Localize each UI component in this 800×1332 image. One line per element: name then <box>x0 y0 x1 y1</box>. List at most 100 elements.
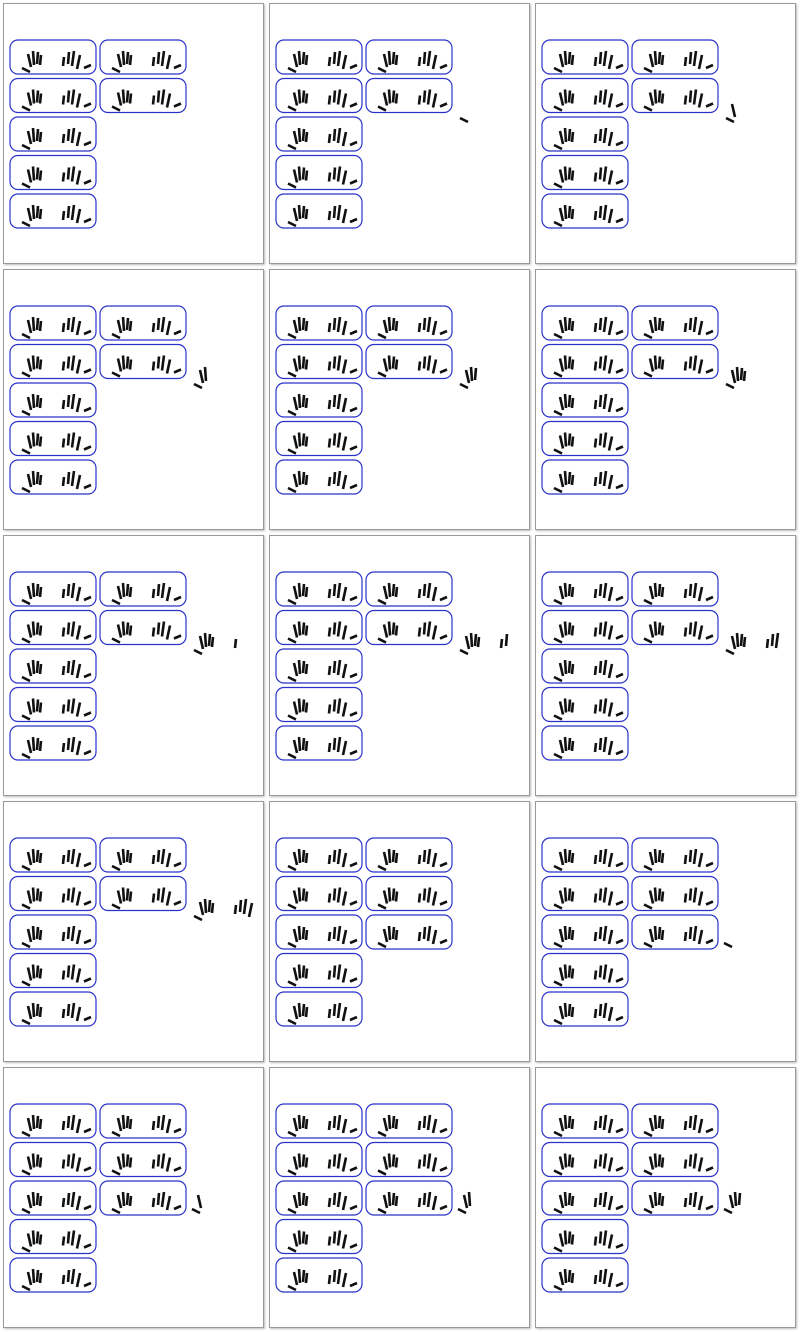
box-1-stroke-4 <box>35 583 40 597</box>
box-6-stroke-10 <box>83 711 92 717</box>
box-2-stroke-10 <box>439 1127 448 1134</box>
box-2-stroke-8 <box>426 1114 432 1131</box>
box-5-stroke-6 <box>61 1197 66 1208</box>
box-6-stroke-6 <box>327 704 332 714</box>
box-2-stroke-2 <box>382 53 389 68</box>
box-3-stroke-1 <box>21 637 31 644</box>
partial-stroke-1 <box>457 1207 467 1215</box>
box-5-stroke-1 <box>553 409 563 417</box>
box-5-stroke-2 <box>292 662 299 677</box>
box-5-stroke-6 <box>61 931 66 942</box>
box-3-stroke-2 <box>558 358 565 372</box>
box-3-stroke-9 <box>607 359 614 374</box>
box-7-stroke-8 <box>70 1002 76 1019</box>
box-7-stroke-3 <box>31 736 36 752</box>
box-6-stroke-10 <box>349 179 358 185</box>
partial-stroke-2 <box>728 1194 735 1209</box>
box-6-stroke-2 <box>26 967 33 981</box>
panel-12 <box>535 801 796 1062</box>
box-7-stroke-10 <box>615 1281 624 1288</box>
box-8-stroke-2 <box>648 928 655 943</box>
box-4-stroke-5 <box>128 625 133 636</box>
box-3-stroke-3 <box>31 621 36 636</box>
box-4-stroke-4 <box>125 356 130 369</box>
box-4-stroke-4 <box>125 622 130 635</box>
box-7-stroke-2 <box>558 1005 565 1020</box>
box-5-stroke-8 <box>70 393 76 410</box>
box-3-stroke-4 <box>567 1154 572 1167</box>
box-6-stroke-9 <box>341 1234 348 1249</box>
box-7-stroke-2 <box>292 1271 299 1286</box>
box-6-stroke-2 <box>292 701 299 715</box>
box-5-stroke-3 <box>31 1191 36 1207</box>
partial-stroke-3 <box>735 366 740 382</box>
box-7-stroke-10 <box>83 217 92 224</box>
box-1-stroke-10 <box>349 1127 358 1134</box>
box-5-stroke-2 <box>26 1194 33 1209</box>
box-3-stroke-1 <box>553 371 563 378</box>
box-3-stroke-10 <box>615 1166 624 1172</box>
box-5-stroke-1 <box>553 941 563 949</box>
box-3-stroke-8 <box>336 1153 342 1169</box>
box-7-stroke-6 <box>593 210 598 221</box>
box-1-stroke-9 <box>341 54 348 70</box>
box-7-stroke-8 <box>70 204 76 221</box>
box-3-stroke-3 <box>31 355 36 370</box>
box-4-stroke-10 <box>173 1166 182 1172</box>
box-3-stroke-7 <box>332 888 337 901</box>
box-7-stroke-5 <box>38 474 43 486</box>
box-5-stroke-6 <box>61 665 66 676</box>
box-6-stroke-6 <box>61 1236 66 1246</box>
box-4-stroke-8 <box>160 887 166 903</box>
box-4-stroke-7 <box>422 356 427 369</box>
box-1-stroke-2 <box>558 1117 565 1132</box>
box-8-stroke-2 <box>648 1194 655 1209</box>
partial-stroke-4 <box>473 367 478 381</box>
box-8-stroke-4 <box>125 1192 130 1206</box>
box-6-stroke-4 <box>35 1231 40 1244</box>
box-8-stroke-4 <box>657 1192 662 1206</box>
box-7-stroke-9 <box>75 740 82 756</box>
box-7-stroke-9 <box>607 208 614 224</box>
box-7-stroke-8 <box>602 204 608 221</box>
box-1-stroke-5 <box>570 54 575 66</box>
box-7-stroke-5 <box>570 474 575 486</box>
box-4-stroke-2 <box>116 890 123 904</box>
partial-stroke-4 <box>207 633 212 647</box>
box-5-stroke-9 <box>75 1195 82 1211</box>
box-1-stroke-6 <box>593 588 598 599</box>
box-6-stroke-3 <box>563 432 568 447</box>
box-1-stroke-7 <box>66 51 71 65</box>
box-6-stroke-8 <box>602 166 608 182</box>
box-2-stroke-2 <box>116 319 123 334</box>
box-3-stroke-8 <box>336 89 342 105</box>
box-1-stroke-5 <box>570 852 575 864</box>
box-3-stroke-9 <box>341 1157 348 1172</box>
box-8-stroke-3 <box>653 925 658 941</box>
box-6-stroke-4 <box>301 965 306 978</box>
box-2-stroke-3 <box>121 316 126 332</box>
box-6-stroke-6 <box>593 438 598 448</box>
box-5-stroke-1 <box>287 409 297 417</box>
box-5-stroke-5 <box>570 131 575 143</box>
box-3-stroke-5 <box>304 359 309 370</box>
box-2-stroke-7 <box>156 1115 161 1129</box>
box-5-stroke-9 <box>341 131 348 147</box>
box-1-stroke-6 <box>61 1120 66 1131</box>
box-5-stroke-6 <box>327 931 332 942</box>
partial-stroke-6 <box>499 638 504 649</box>
box-1-stroke-3 <box>563 316 568 332</box>
box-1-stroke-7 <box>66 1115 71 1129</box>
box-5-stroke-9 <box>607 131 614 147</box>
box-6-stroke-1 <box>287 980 297 987</box>
box-1-stroke-5 <box>304 1118 309 1130</box>
box-4-stroke-3 <box>387 89 392 104</box>
box-2-stroke-1 <box>377 1130 387 1138</box>
box-6-stroke-1 <box>287 448 297 455</box>
box-6-stroke-9 <box>607 170 614 185</box>
box-1-stroke-2 <box>292 1117 299 1132</box>
box-4-stroke-8 <box>692 355 698 371</box>
box-2-stroke-6 <box>417 854 422 865</box>
box-2-stroke-6 <box>683 56 688 67</box>
box-8-stroke-8 <box>692 1191 698 1208</box>
